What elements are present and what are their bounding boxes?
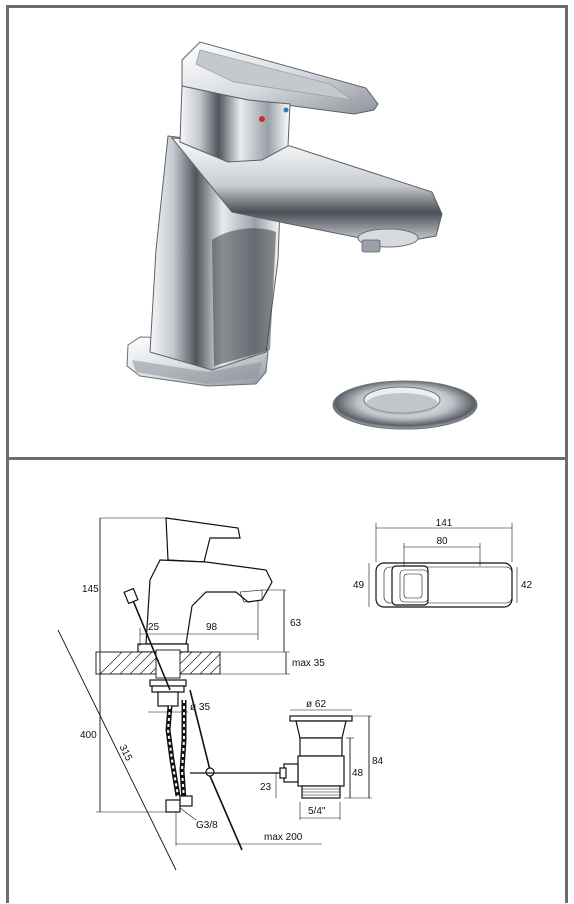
dim-hose-length: 315	[117, 743, 135, 763]
dim-base-offset: 25	[148, 622, 160, 633]
hot-indicator-icon	[259, 116, 265, 122]
dim-spout-height: 63	[290, 618, 302, 629]
dim-rod-length: max 200	[264, 832, 303, 843]
cold-indicator-icon	[283, 107, 289, 113]
dimension-lines: 145 400 315 63 25 98 max 35 ø 35 ø 62	[57, 517, 384, 871]
side-view-waste	[279, 715, 353, 799]
dim-left-height: 49	[353, 580, 365, 591]
dim-right-height: 42	[521, 580, 533, 591]
dim-waste-thread: 5/4"	[308, 806, 326, 817]
dim-top-width: 141	[436, 518, 453, 529]
dim-shank-diameter: ø 35	[190, 702, 210, 713]
dim-waste-body-height: 48	[352, 768, 364, 779]
section-divider	[6, 457, 568, 460]
side-view-faucet	[95, 517, 290, 851]
dim-total-height: 400	[80, 730, 97, 741]
dim-spout-reach: 98	[206, 622, 218, 633]
top-view: 141 80 49 42	[353, 518, 533, 608]
dim-handle-width: 80	[436, 536, 448, 547]
dim-waste-height: 84	[372, 756, 384, 767]
dim-deck-thickness: max 35	[292, 658, 325, 669]
dim-waste-diameter: ø 62	[306, 699, 326, 710]
pop-up-waste-cap	[332, 380, 478, 430]
faucet-spout	[170, 137, 443, 253]
dim-connector-thread: G3/8	[196, 820, 218, 831]
dim-body-height: 145	[82, 584, 99, 595]
dim-waste-offset: 23	[260, 782, 272, 793]
sheet-frame	[6, 5, 568, 903]
lever-handle	[179, 41, 379, 163]
